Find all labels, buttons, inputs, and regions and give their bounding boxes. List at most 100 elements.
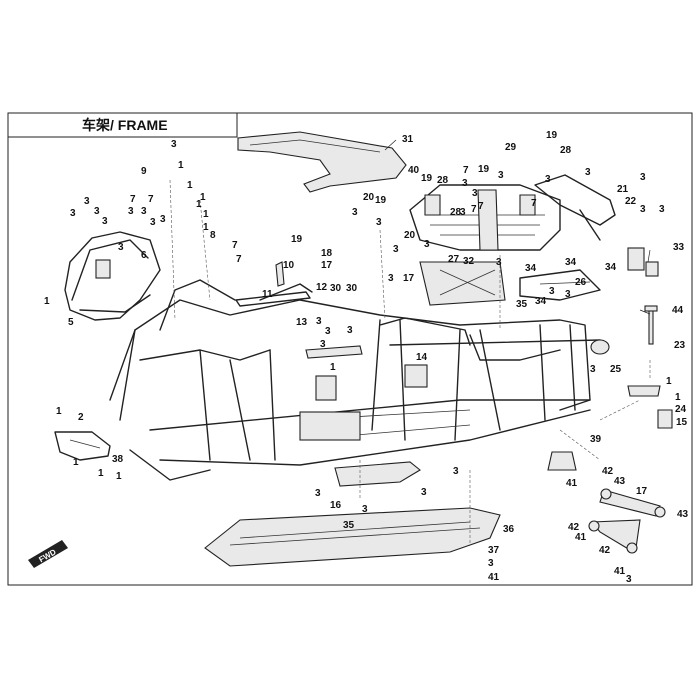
bolt-26[interactable]	[644, 305, 658, 345]
callout-label: 42	[602, 466, 614, 477]
page-title: 车架/ FRAME	[82, 117, 168, 133]
callout-label: 1	[196, 199, 202, 210]
skid-plate-31[interactable]	[237, 131, 407, 193]
callout-label: 3	[128, 206, 134, 217]
callout-label: 3	[626, 574, 632, 585]
bracket-10[interactable]	[275, 261, 285, 287]
callout-label: 44	[672, 305, 684, 316]
callout-label: 7	[471, 204, 477, 215]
callout-label: 31	[402, 134, 414, 145]
callout-label: 19	[478, 164, 490, 175]
callout-label: 7	[531, 198, 537, 209]
callout-label: 43	[614, 476, 626, 487]
callout-label: 12	[316, 282, 328, 293]
callout-label: 36	[503, 524, 515, 535]
callout-label: 3	[460, 207, 466, 218]
callout-label: 19	[291, 234, 303, 245]
callout-label: 43	[677, 509, 689, 520]
callout-label: 34	[535, 296, 547, 307]
bushing-23[interactable]	[590, 339, 610, 355]
callout-label: 1	[98, 468, 104, 479]
callout-label: 3	[498, 170, 504, 181]
callout-label: 19	[375, 195, 387, 206]
callout-label: 1	[44, 296, 50, 307]
callout-label: 3	[171, 139, 177, 150]
callout-label: 42	[568, 522, 580, 533]
callout-label: 1	[187, 180, 193, 191]
callout-label: 27	[448, 254, 460, 265]
callout-label: 28	[437, 175, 449, 186]
callout-label: 1	[56, 406, 62, 417]
callout-label: 3	[549, 286, 555, 297]
callout-label: 19	[546, 130, 558, 141]
callout-label: 2	[78, 412, 84, 423]
upper-bar-12[interactable]	[235, 283, 313, 307]
callout-label: 3	[118, 242, 124, 253]
callout-label: 3	[150, 217, 156, 228]
bracket-24[interactable]	[657, 409, 673, 429]
rear-plate-22[interactable]	[419, 261, 506, 306]
rack-support-29[interactable]	[534, 174, 616, 241]
callout-label: 3	[316, 316, 322, 327]
callout-label: 3	[659, 204, 665, 215]
fwd-badge: FWD	[28, 540, 68, 568]
callout-label: 41	[575, 532, 587, 543]
arm-43-lower[interactable]	[588, 519, 641, 554]
callout-label: 35	[343, 520, 355, 531]
leader-lines	[169, 139, 651, 545]
callout-label: 38	[112, 454, 124, 465]
callout-label: 3	[472, 188, 478, 199]
callout-label: 3	[102, 216, 108, 227]
callout-label: 10	[283, 260, 295, 271]
callout-label: 3	[94, 206, 100, 217]
callout-label: 32	[463, 256, 475, 267]
callout-label: 17	[403, 273, 415, 284]
callout-label: 41	[566, 478, 578, 489]
callout-label: 3	[320, 339, 326, 350]
callout-label: 3	[362, 504, 368, 515]
callout-label: 3	[376, 217, 382, 228]
callout-label: 3	[325, 326, 331, 337]
callout-label: 42	[599, 545, 611, 556]
callout-label: 18	[321, 248, 333, 259]
callout-label: 3	[640, 172, 646, 183]
main-frame[interactable]	[109, 279, 601, 481]
arm-43-upper[interactable]	[599, 488, 666, 518]
shock-mount-32[interactable]	[519, 269, 601, 301]
callout-label: 41	[614, 566, 626, 577]
callout-label: 3	[453, 466, 459, 477]
callout-label: 3	[393, 244, 399, 255]
callout-label: 1	[178, 160, 184, 171]
callout-label: 28	[560, 145, 572, 156]
callout-label: 3	[315, 488, 321, 499]
floor-pan-35[interactable]	[204, 507, 501, 567]
callout-label: 24	[675, 404, 687, 415]
callout-label: 20	[363, 192, 375, 203]
front-guard-2[interactable]	[54, 431, 111, 461]
bracket-39[interactable]	[547, 451, 577, 471]
callout-label: 3	[590, 364, 596, 375]
callout-label: 3	[141, 206, 147, 217]
callout-label: 21	[617, 184, 629, 195]
callout-label: 15	[676, 417, 688, 428]
bracket-27[interactable]	[627, 247, 659, 277]
callout-label: 3	[160, 214, 166, 225]
forward-arrow-icon	[28, 540, 68, 568]
callout-label: 3	[70, 208, 76, 219]
rear-carrier[interactable]	[409, 184, 561, 251]
callout-label: 14	[416, 352, 428, 363]
skid-16[interactable]	[334, 461, 421, 487]
callout-label: 7	[478, 201, 484, 212]
callout-label: 1	[73, 457, 79, 468]
front-bumper[interactable]	[64, 231, 161, 321]
callout-label: 11	[262, 289, 273, 300]
callout-label: 1	[200, 192, 206, 203]
plate-25[interactable]	[627, 385, 661, 397]
callout-label: 1	[666, 376, 672, 387]
callout-label: 1	[116, 471, 122, 482]
callout-label: 3	[585, 167, 591, 178]
callout-label: 29	[505, 142, 517, 153]
callout-label: 3	[388, 273, 394, 284]
diagram-border	[7, 112, 693, 586]
callout-label: 7	[236, 254, 242, 265]
